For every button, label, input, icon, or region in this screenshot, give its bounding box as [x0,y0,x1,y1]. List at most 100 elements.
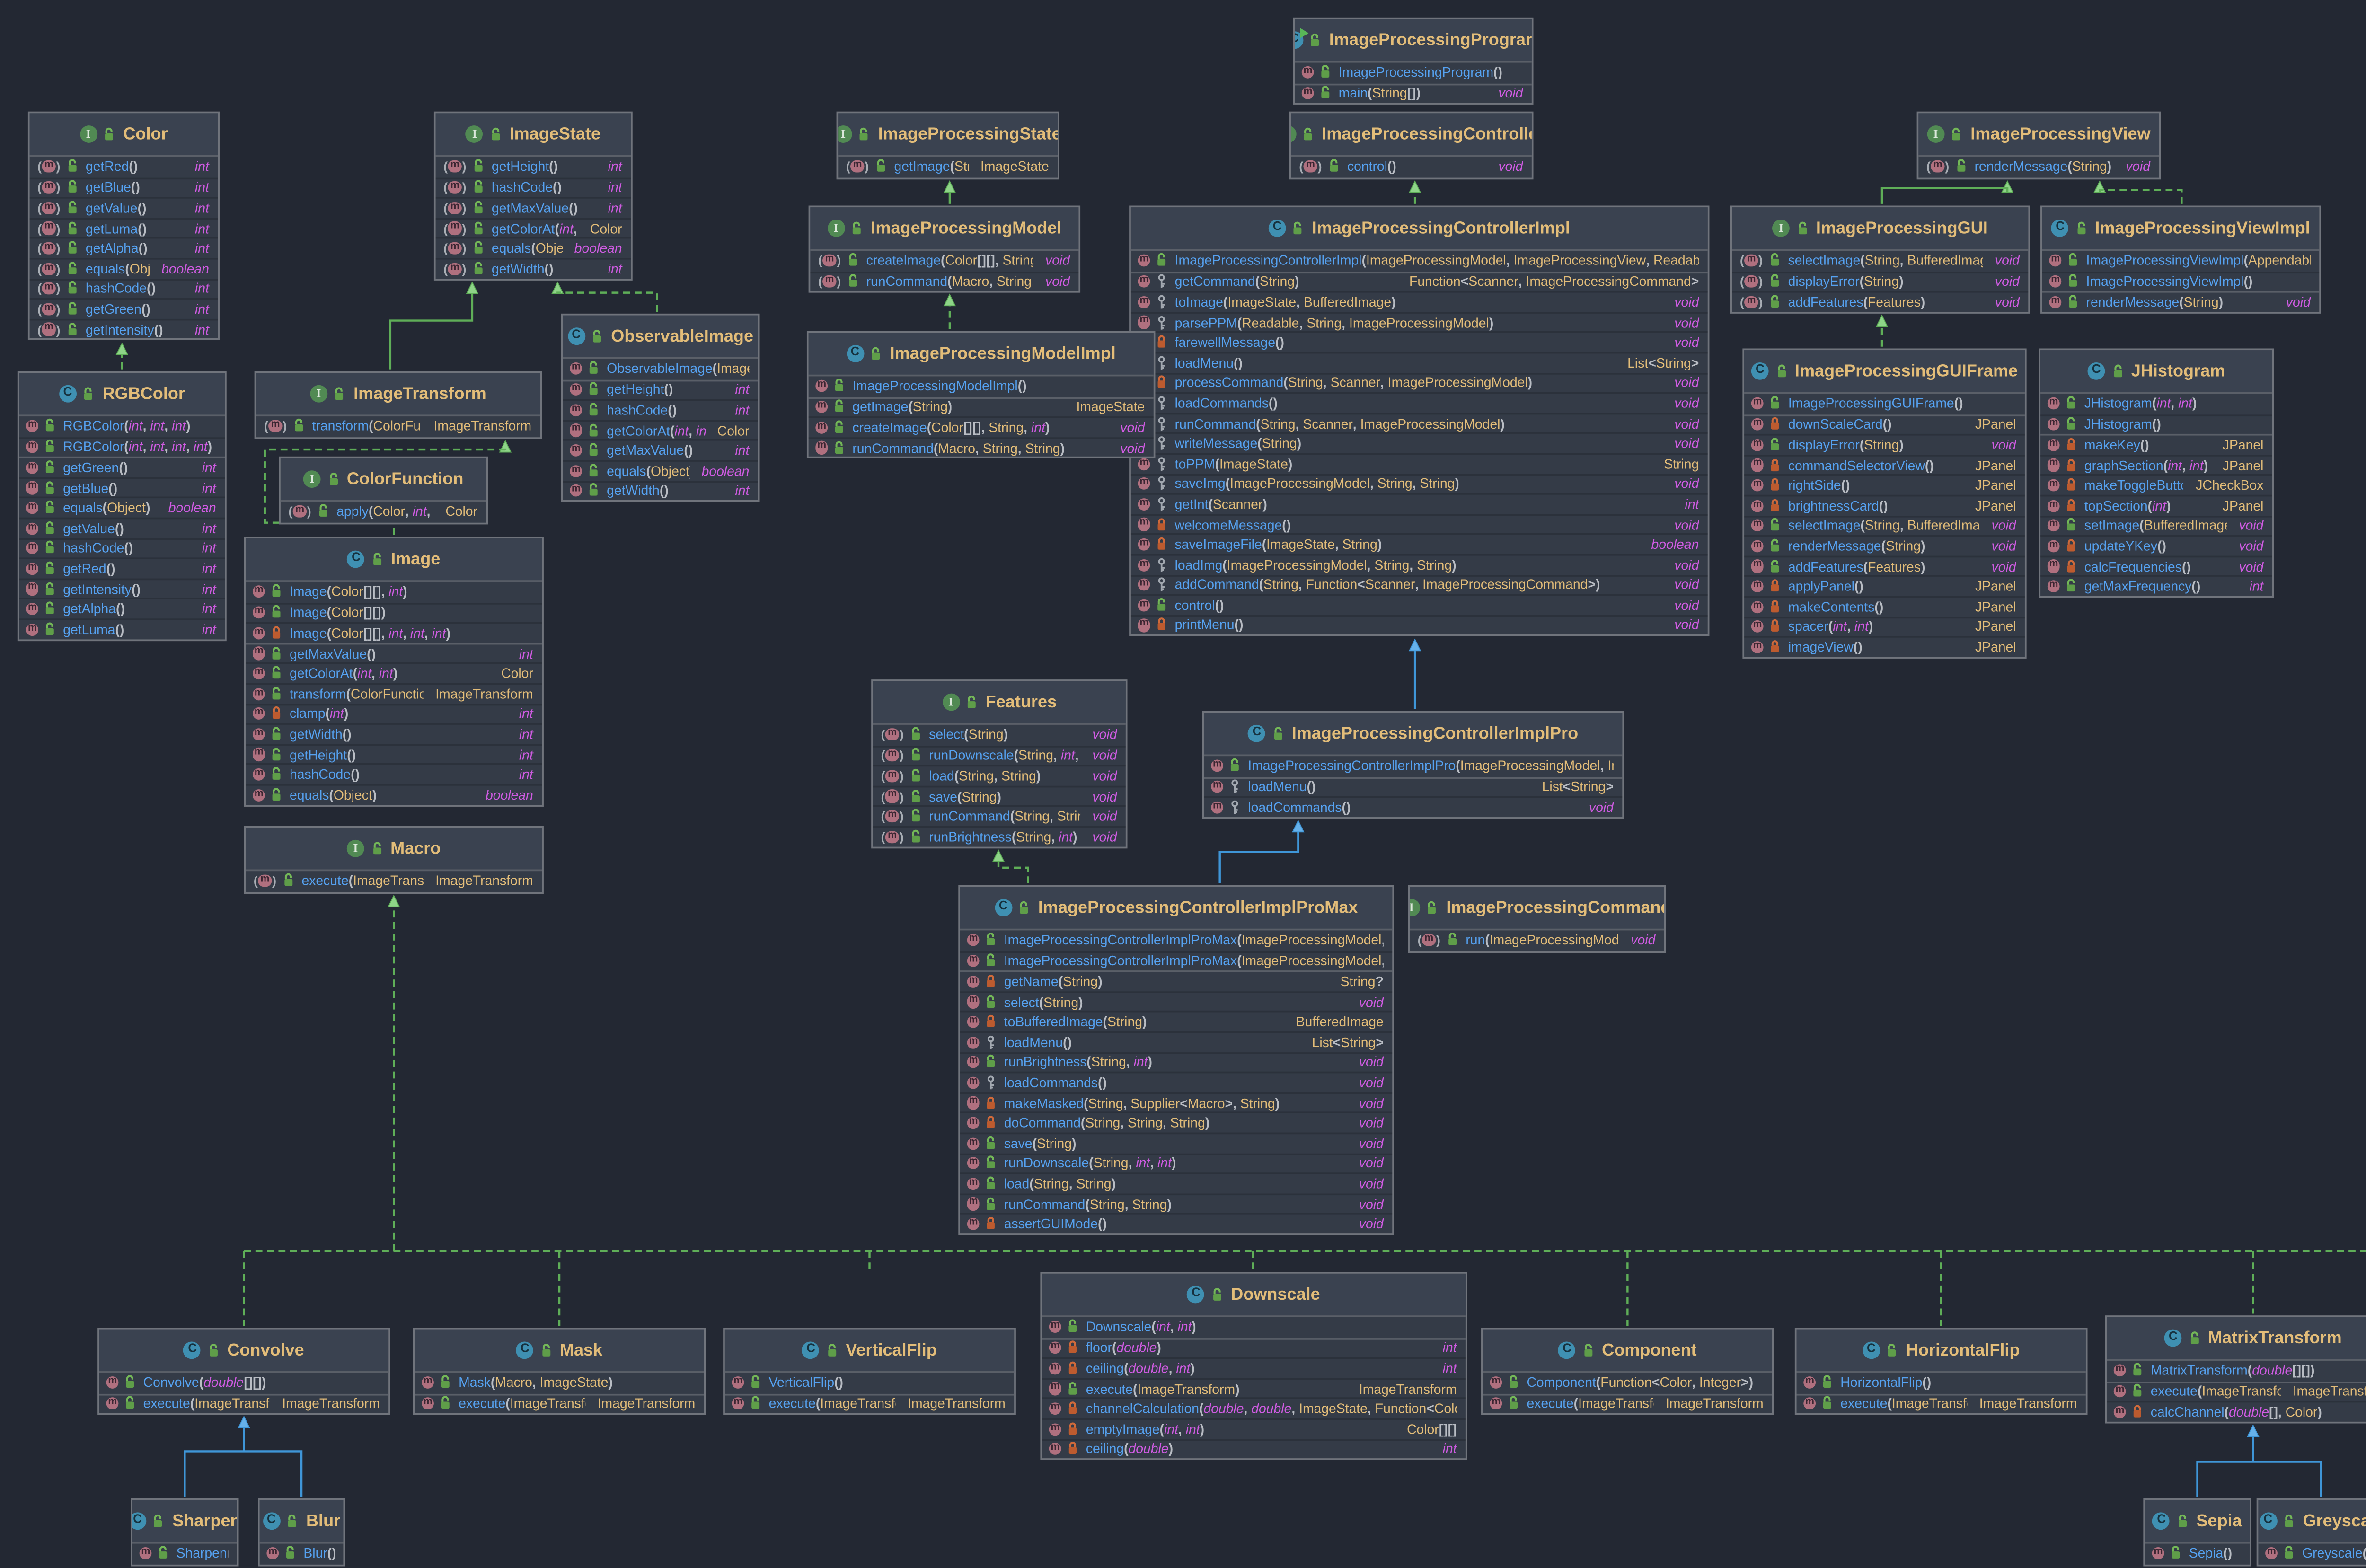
member-row-Macro-0[interactable]: (m)execute(ImageTransform)ImageTransform [246,871,542,891]
edge-ImageProcessingControllerImplProMax-to-Features[interactable] [997,861,1029,883]
member-row-ImageState-4[interactable]: (m)equals(Object)boolean [435,238,631,258]
edge-Sharpen-to-Convolve[interactable] [184,1450,244,1497]
member-row-ImageProcessingControllerImpl-6[interactable]: mprocessCommand(String, Scanner, ImagePr… [1130,372,1708,392]
member-row-Color-7[interactable]: (m)getGreen()int [29,298,218,318]
member-row-ImageProcessingController-0[interactable]: (m)control()void [1291,157,1532,177]
class-header[interactable]: IImageProcessingController [1291,113,1532,157]
member-row-Features-1[interactable]: (m)runDownscale(String, int, int)void [873,745,1126,766]
member-row-Color-4[interactable]: (m)getAlpha()int [29,238,218,258]
class-box-ImageProcessingController[interactable]: IImageProcessingController(m)control()vo… [1289,111,1534,179]
edge-ImageProcessingGUI-to-ImageProcessingView[interactable] [1880,187,2009,204]
member-row-ImageProcessingControllerImpl-4[interactable]: mfarewellMessage()void [1130,332,1708,352]
edge-Sepia-to-MatrixTransform[interactable] [2196,1461,2253,1497]
edge-ImageProcessingViewImpl-to-ImageProcessingView[interactable] [2099,189,2183,204]
member-row-ImageState-2[interactable]: (m)getMaxValue()int [435,197,631,218]
member-row-ImageTransform-0[interactable]: (m)transform(ColorFunction)ImageTransfor… [256,416,540,437]
class-box-ObservableImage[interactable]: CObservableImagemObservableImage(ImageSt… [561,313,760,502]
member-row-ColorFunction-0[interactable]: (m)apply(Color, int, int)Color [281,502,486,522]
edge-Image-to-ImageTransform[interactable] [264,448,507,535]
class-box-ImageTransform[interactable]: IImageTransform(m)transform(ColorFunctio… [254,371,542,439]
member-row-Color-2[interactable]: (m)getValue()int [29,197,218,218]
member-row-ImageProcessingControllerImpl-9[interactable]: mwriteMessage(String)void [1130,432,1708,453]
member-row-ImageProcessingModel-1[interactable]: (m)runCommand(Macro, String, String)void [810,271,1079,291]
member-row-Features-5[interactable]: (m)runBrightness(String, int)void [873,826,1126,846]
member-row-ImageProcessingGUI-0[interactable]: (m)selectImage(String, BufferedImage)voi… [1732,251,2028,271]
